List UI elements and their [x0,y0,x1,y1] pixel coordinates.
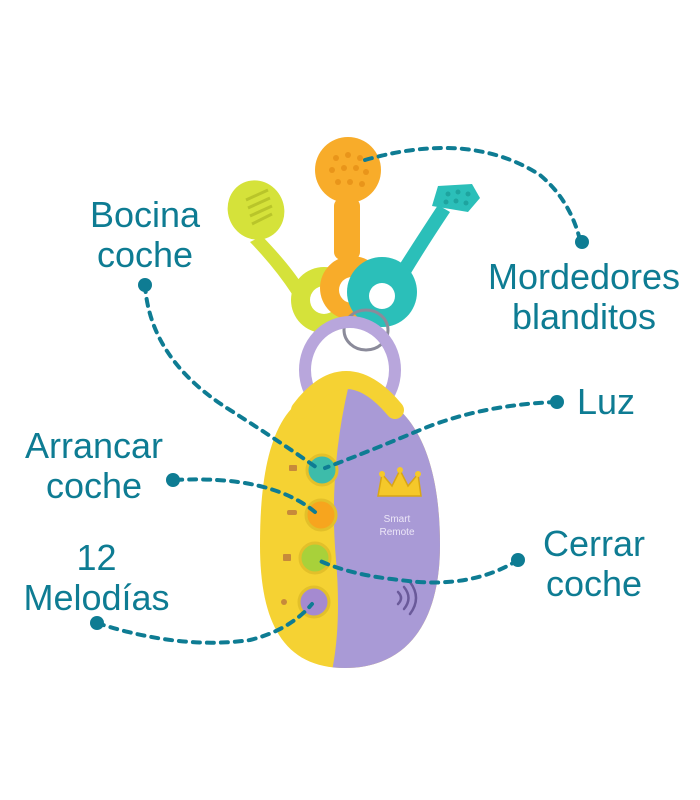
remote-buttons [281,453,339,619]
callout-arrancar-coche: Arrancar coche [14,426,174,506]
callout-lines [95,146,582,645]
callout-bocina-coche: Bocina coche [80,195,210,275]
callout-mordedores-line-2: blanditos [511,296,657,337]
speaker-icon [396,580,418,616]
callout-mordedores-line-1: Mordedores [487,256,681,297]
teal-teether-key [347,184,480,327]
callout-cerrar-line-1: Cerrar [542,523,645,564]
brand-line-2: Remote [379,527,414,538]
callout-12-melodias: 12 Melodías [14,538,179,618]
brand-line-1: Smart [384,514,411,525]
callout-luz-line-1: Luz [577,381,636,422]
callout-arrancar-line-2: coche [45,465,143,506]
callout-luz: Luz [577,382,635,422]
callout-melodias-line-1: 12 [76,537,117,578]
callout-mordedores-blanditos: Mordedores blanditos [474,257,694,337]
callout-cerrar-line-2: coche [545,563,643,604]
callout-cerrar-coche: Cerrar coche [535,524,653,604]
teether-keys [227,137,480,352]
callout-bocina-line-1: Bocina [89,194,201,235]
callout-bocina-line-2: coche [96,234,194,275]
crown-icon [377,467,422,497]
callout-arrancar-line-1: Arrancar [24,425,164,466]
callout-dots [90,235,589,630]
callout-melodias-line-2: Melodías [23,577,170,618]
